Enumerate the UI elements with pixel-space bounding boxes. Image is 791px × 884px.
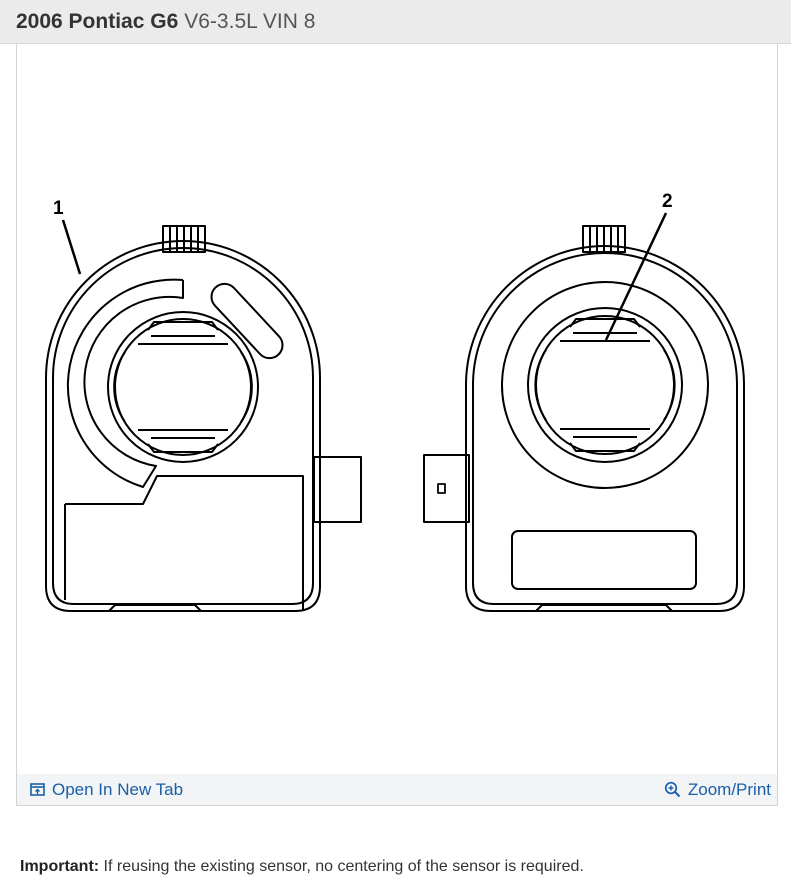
sensor-left-center-hub — [107, 311, 259, 463]
sensor-right-top-tab — [582, 225, 626, 253]
sensor-right-outer-ring — [501, 281, 709, 489]
figure-toolbar: Open In New Tab Zoom/Print — [17, 774, 777, 805]
zoom-print-label: Zoom/Print — [687, 779, 771, 799]
sensor-left-connector — [313, 456, 362, 523]
callout-1-leader — [61, 219, 82, 275]
vehicle-title: 2006 Pontiac G6 — [16, 9, 179, 33]
sensor-left-small-slot — [210, 282, 284, 360]
sensor-left-arc-slot — [66, 278, 184, 488]
sensor-right-lower-window — [511, 530, 697, 590]
engine-subtitle: V6-3.5L VIN 8 — [184, 9, 316, 33]
page-title-bar: 2006 Pontiac G6 V6-3.5L VIN 8 — [0, 0, 791, 44]
important-note-label: Important: — [20, 858, 100, 875]
sensor-left-outer-body — [45, 240, 321, 612]
open-new-tab-icon — [30, 783, 45, 796]
sensor-diagram: 1 — [45, 191, 745, 612]
sensor-right-connector — [423, 454, 470, 523]
callout-2-label: 2 — [662, 191, 673, 212]
sensor-left-lower-window — [65, 475, 304, 611]
zoom-in-icon — [664, 781, 681, 798]
zoom-print-button[interactable]: Zoom/Print — [664, 780, 771, 800]
callout-2-leader — [604, 212, 668, 341]
open-in-new-tab-button[interactable]: Open In New Tab — [30, 780, 183, 800]
open-in-new-tab-label: Open In New Tab — [52, 779, 184, 799]
callout-1-label: 1 — [53, 198, 64, 219]
important-note: Important: If reusing the existing senso… — [20, 858, 584, 876]
sensor-right-outer-body — [465, 245, 745, 612]
sensor-right: 2 — [423, 191, 745, 612]
sensor-left: 1 — [45, 198, 362, 612]
figure-panel: 1 — [16, 44, 778, 806]
sensor-right-center-hub — [527, 307, 683, 463]
important-note-text: If reusing the existing sensor, no cente… — [99, 858, 584, 875]
sensor-left-inner-body — [52, 247, 314, 605]
